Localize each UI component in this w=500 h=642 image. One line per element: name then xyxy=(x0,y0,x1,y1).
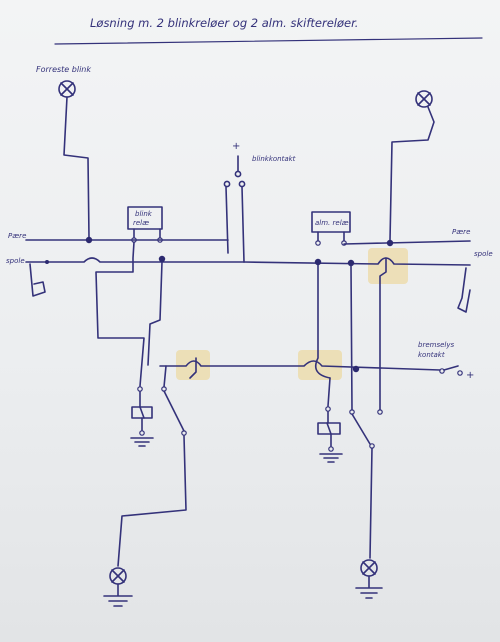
right-alm-relay xyxy=(311,211,351,233)
highlight-crossover-center xyxy=(298,350,342,380)
junction-right-2 xyxy=(314,258,322,266)
left-skifte-top-terminal xyxy=(137,386,143,392)
left-blink-relay-line2: relæ xyxy=(133,219,149,227)
right-skifte-bottom-terminal xyxy=(328,446,334,452)
right-skifte-coil-mark xyxy=(326,422,332,435)
junction-left-1 xyxy=(85,236,93,244)
right-relay-legs xyxy=(317,231,345,242)
switch-terminal-top xyxy=(234,170,242,178)
right-extra-terminal xyxy=(377,409,383,415)
left-skifte-ground xyxy=(130,437,154,447)
switch-terminal-left xyxy=(223,180,231,188)
wire-left-skifte-feed xyxy=(163,365,167,388)
switch-terminal-right xyxy=(238,180,246,188)
label-front-blink: Forreste blink xyxy=(36,65,91,74)
label-blink-switch: blinkkontakt xyxy=(252,155,296,163)
right-skifte-coil xyxy=(317,422,341,435)
wire-right-spole-bus xyxy=(243,257,471,266)
left-blink-relay xyxy=(127,206,163,230)
label-brake-switch-line1: bremselys xyxy=(418,341,454,349)
wire-right-crossover-down xyxy=(379,257,387,411)
brake-switch-terminal-b xyxy=(457,370,463,376)
front-right-lamp-icon xyxy=(415,90,433,108)
left-relay-legs xyxy=(133,228,161,239)
junction-right-1 xyxy=(386,239,394,247)
junction-right-3 xyxy=(347,259,355,267)
right-skifte-contact-arm xyxy=(351,413,371,445)
title-underline xyxy=(54,37,483,45)
right-relay-terminal-a xyxy=(315,240,321,246)
wire-right-coil-feed xyxy=(327,377,331,407)
right-skifte-top-terminal xyxy=(325,406,331,412)
left-skifte-coil-leads xyxy=(139,391,143,431)
label-brake-switch-line2: kontakt xyxy=(418,351,445,359)
left-skifte-contact-arm xyxy=(163,390,185,432)
wire-switch-left xyxy=(225,186,229,254)
wire-left-spole-bus xyxy=(25,257,245,263)
wire-brake-bus xyxy=(159,360,441,371)
wire-left-relay-down xyxy=(95,241,145,387)
label-left-pære: Pære xyxy=(8,232,26,240)
left-rear-lamp-symbol xyxy=(29,263,46,297)
junction-brake xyxy=(352,365,360,373)
label-right-spole: spole xyxy=(474,250,493,258)
right-alm-relay-label: alm. relæ xyxy=(315,219,349,227)
left-skifte-coil-mark xyxy=(139,406,145,419)
label-plus-right: + xyxy=(466,370,474,381)
label-left-spole: spole xyxy=(6,257,25,265)
left-blink-relay-line1: blink xyxy=(135,210,153,218)
wire-right-pære-bus xyxy=(343,240,471,245)
rear-left-lamp-ground xyxy=(103,583,133,607)
left-spole-dot xyxy=(45,260,49,264)
wire-left-rear-lamp xyxy=(117,435,187,567)
left-skifte-bottom-terminal xyxy=(139,430,145,436)
highlight-crossover-right xyxy=(368,248,408,284)
wire-front-right-lamp xyxy=(389,106,435,241)
wire-switch-right xyxy=(241,186,245,263)
wire-left-crossover-down xyxy=(189,357,197,379)
highlight-crossover-left xyxy=(176,350,210,380)
brake-switch-terminal-a xyxy=(439,368,445,374)
wire-front-left-lamp xyxy=(63,96,90,239)
front-left-lamp-icon xyxy=(58,80,76,98)
wire-left-spole-down xyxy=(147,261,163,366)
wire-right-rear-lamp xyxy=(369,447,373,559)
right-skifte-ground xyxy=(319,453,343,463)
diagram-title: Løsning m. 2 blinkreløer og 2 alm. skift… xyxy=(90,16,358,30)
right-skifte-coil-leads xyxy=(327,411,332,447)
wire-center-crossover-down xyxy=(314,261,331,379)
brake-switch-arm xyxy=(443,365,459,371)
right-rear-lamp-symbol xyxy=(457,267,471,313)
rear-right-lamp-icon xyxy=(360,559,378,577)
junction-left-2 xyxy=(158,255,166,263)
label-right-pære: Pære xyxy=(452,228,470,236)
rear-left-lamp-icon xyxy=(109,567,127,585)
wire-right-skifte-feed xyxy=(350,265,353,411)
rear-right-lamp-ground xyxy=(355,575,383,599)
right-relay-terminal-b xyxy=(341,240,347,246)
label-plus-top: + xyxy=(232,141,240,152)
